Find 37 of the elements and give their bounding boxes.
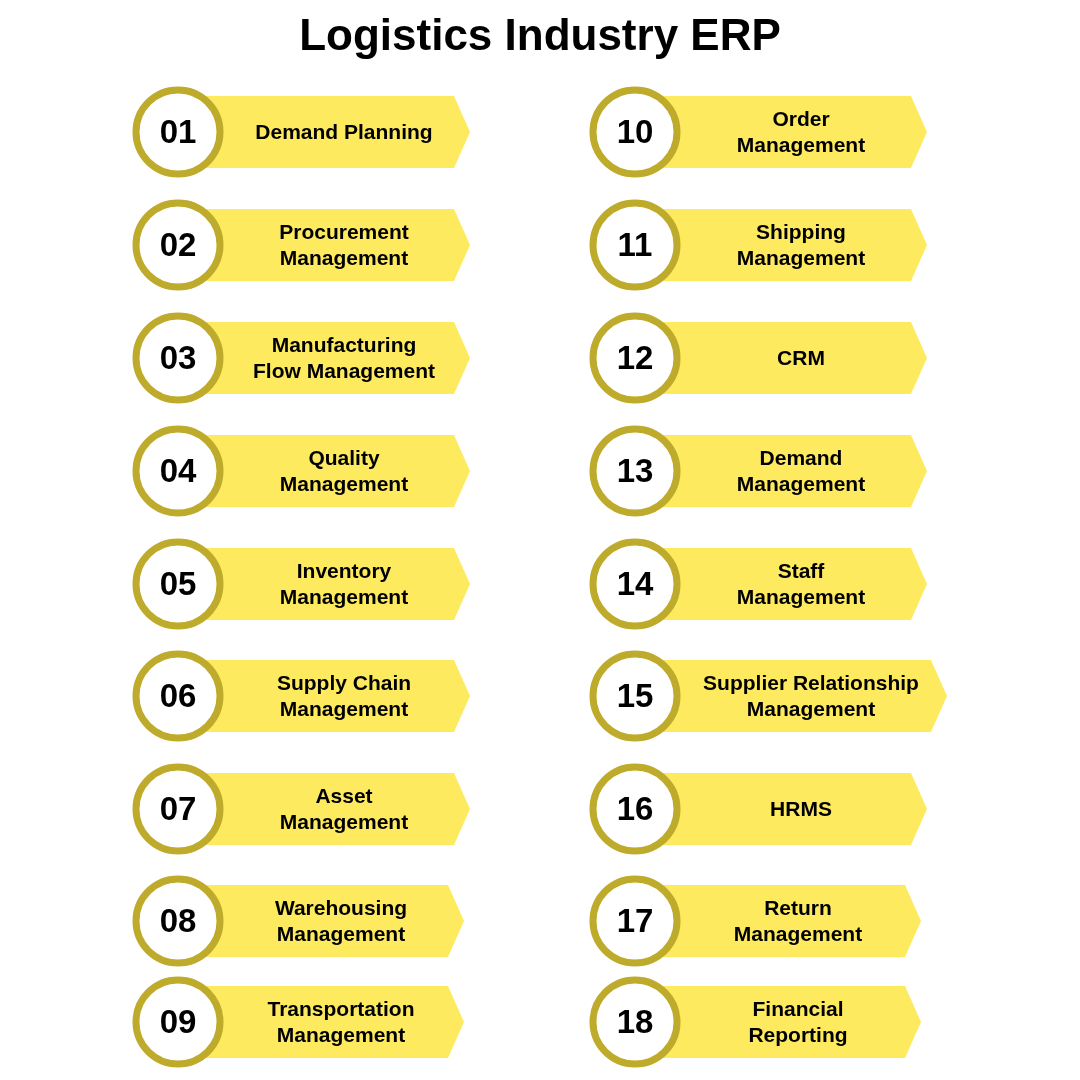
item-number: 02 bbox=[158, 228, 198, 261]
item-number: 08 bbox=[158, 904, 198, 937]
item-label: Asset Management bbox=[278, 783, 410, 835]
item-label: Supply Chain Management bbox=[275, 670, 413, 722]
item-label: Order Management bbox=[735, 106, 867, 158]
item-label: Demand Management bbox=[735, 445, 867, 497]
item-number: 16 bbox=[615, 792, 655, 825]
item-label: CRM bbox=[776, 345, 826, 371]
item-number: 09 bbox=[158, 1005, 198, 1038]
item-label: Warehousing Management bbox=[273, 895, 409, 947]
item-label: Financial Reporting bbox=[747, 996, 849, 1048]
item-number: 01 bbox=[158, 115, 198, 148]
item-label: Inventory Management bbox=[278, 558, 410, 610]
item-number: 11 bbox=[616, 228, 654, 261]
item-label: Quality Management bbox=[278, 445, 410, 497]
item-number: 14 bbox=[615, 567, 655, 600]
item-label: Manufacturing Flow Management bbox=[252, 332, 436, 384]
item-label: HRMS bbox=[769, 796, 833, 822]
item-label: Demand Planning bbox=[254, 119, 434, 145]
item-label: Shipping Management bbox=[735, 219, 867, 271]
item-label: Procurement Management bbox=[278, 219, 410, 271]
item-label: Supplier Relationship Management bbox=[702, 670, 920, 722]
item-number: 17 bbox=[615, 904, 655, 937]
item-number: 15 bbox=[615, 679, 655, 712]
item-number: 18 bbox=[615, 1005, 655, 1038]
item-number: 10 bbox=[615, 115, 655, 148]
item-number: 07 bbox=[158, 792, 198, 825]
item-label: Staff Management bbox=[735, 558, 867, 610]
item-number: 04 bbox=[158, 454, 198, 487]
item-label: Return Management bbox=[732, 895, 864, 947]
item-number: 13 bbox=[615, 454, 655, 487]
item-number: 05 bbox=[158, 567, 198, 600]
diagram-title: Logistics Industry ERP bbox=[298, 10, 782, 60]
item-number: 12 bbox=[615, 341, 655, 374]
item-label: Transportation Management bbox=[266, 996, 416, 1048]
item-number: 03 bbox=[158, 341, 198, 374]
item-number: 06 bbox=[158, 679, 198, 712]
